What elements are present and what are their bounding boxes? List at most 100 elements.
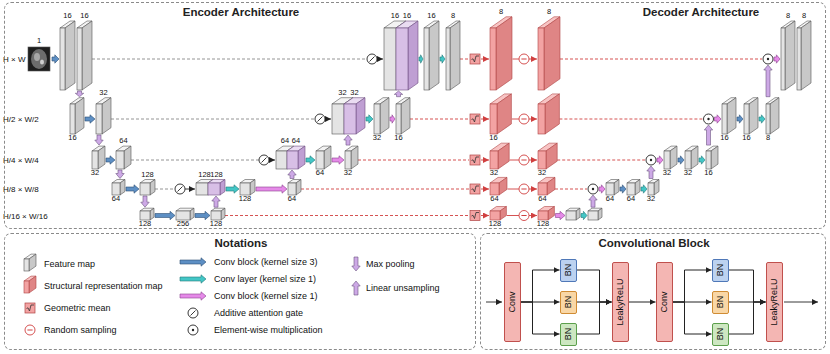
image-frame (28, 47, 50, 71)
feature-map (446, 21, 460, 90)
connector (577, 302, 612, 334)
channel-count: 64 (119, 137, 127, 145)
layer-box: BN (712, 291, 729, 314)
map-front (196, 183, 208, 195)
map-side (298, 146, 305, 169)
circle-outline (367, 54, 377, 64)
random-sampling (519, 211, 529, 221)
connector (729, 302, 766, 334)
map-front (781, 28, 785, 90)
channel-count: 16 (394, 134, 402, 142)
map-front (374, 104, 380, 134)
map-front (240, 183, 250, 195)
circle-outline (704, 114, 714, 124)
upsample-arrow (288, 170, 296, 179)
conv-arrow (737, 115, 743, 123)
mean-box (25, 303, 35, 313)
multiply-dot (650, 159, 652, 161)
feature-map (664, 146, 677, 169)
channel-count: 8 (499, 8, 503, 16)
channel-count: 128 (198, 171, 211, 179)
layer-box: BN (560, 291, 577, 314)
map-side (124, 146, 131, 169)
map-side (29, 254, 36, 271)
map-front (538, 211, 548, 220)
channel-count: 128 (141, 171, 154, 179)
map-side (691, 146, 698, 169)
structural-map (490, 94, 511, 134)
feature-map (240, 180, 255, 196)
resolution-label: H/8 × W/8 (3, 185, 39, 194)
map-front (77, 28, 82, 90)
map-side (65, 21, 75, 90)
map-front (490, 28, 496, 90)
map-side (545, 94, 559, 134)
multiply (646, 155, 656, 165)
upsample-arrow (212, 196, 220, 207)
channel-count: 32 (373, 134, 381, 142)
map-side (250, 180, 255, 196)
map-side (544, 17, 560, 90)
map-front (744, 104, 749, 134)
map-front (116, 151, 124, 169)
feature-map (781, 21, 795, 90)
conv-arrow (657, 156, 663, 164)
map-front (112, 183, 120, 195)
feature-map (112, 180, 125, 196)
map-side (727, 98, 736, 134)
circle-outline (588, 184, 598, 194)
multiply (763, 54, 773, 64)
map-front (664, 151, 670, 169)
channel-count: 32 (91, 169, 99, 177)
map-front (490, 211, 500, 220)
feature-map (566, 208, 580, 220)
map-front (797, 28, 801, 90)
map-front (24, 259, 29, 271)
layer-name: LeakyReLU (769, 278, 780, 325)
feature-map (424, 21, 439, 90)
channel-count: 64 (112, 195, 120, 203)
conv-arrow (641, 185, 647, 193)
feature-map (288, 180, 301, 196)
map-side (221, 208, 225, 220)
map-side (801, 21, 811, 90)
feature-map (208, 180, 225, 196)
legend-entry: Element-wise multiplication (214, 325, 323, 336)
map-side (450, 21, 460, 90)
multiply-dot (192, 329, 194, 331)
layer-box: BN (560, 323, 577, 346)
feature-map (77, 21, 92, 90)
layer-name: BN (715, 264, 726, 277)
map-front (24, 281, 29, 293)
map-side (654, 180, 659, 196)
resolution-label: H × W (3, 55, 25, 64)
structural-map (490, 17, 512, 90)
map-front (60, 28, 65, 90)
map-front (706, 151, 711, 169)
structure-arrow (481, 215, 489, 216)
resolution-label: H/4 × W/4 (3, 156, 39, 165)
feature-map (24, 254, 36, 271)
feature-map (722, 98, 736, 134)
pool-arrow (95, 135, 103, 145)
conv-arrow (715, 115, 722, 123)
structure-line (513, 59, 520, 60)
map-front (287, 151, 298, 169)
legend-entry: Conv block (kernel size 3) (214, 257, 318, 268)
layer-box: BN (560, 259, 577, 282)
structure-arrow (529, 160, 537, 161)
layer-name: BN (715, 328, 726, 341)
legend-entry: Feature map (44, 259, 95, 270)
map-side (496, 17, 512, 90)
map-front (316, 151, 324, 169)
pool-arrow (75, 91, 83, 97)
mean-box (470, 211, 480, 221)
structure-link (358, 160, 469, 161)
map-side (497, 94, 511, 134)
legend-entry: Additive attention gate (214, 308, 303, 319)
conv-arrow (180, 275, 206, 283)
radical-sign (472, 186, 480, 192)
radical-sign (472, 157, 480, 163)
multiply (188, 325, 198, 335)
